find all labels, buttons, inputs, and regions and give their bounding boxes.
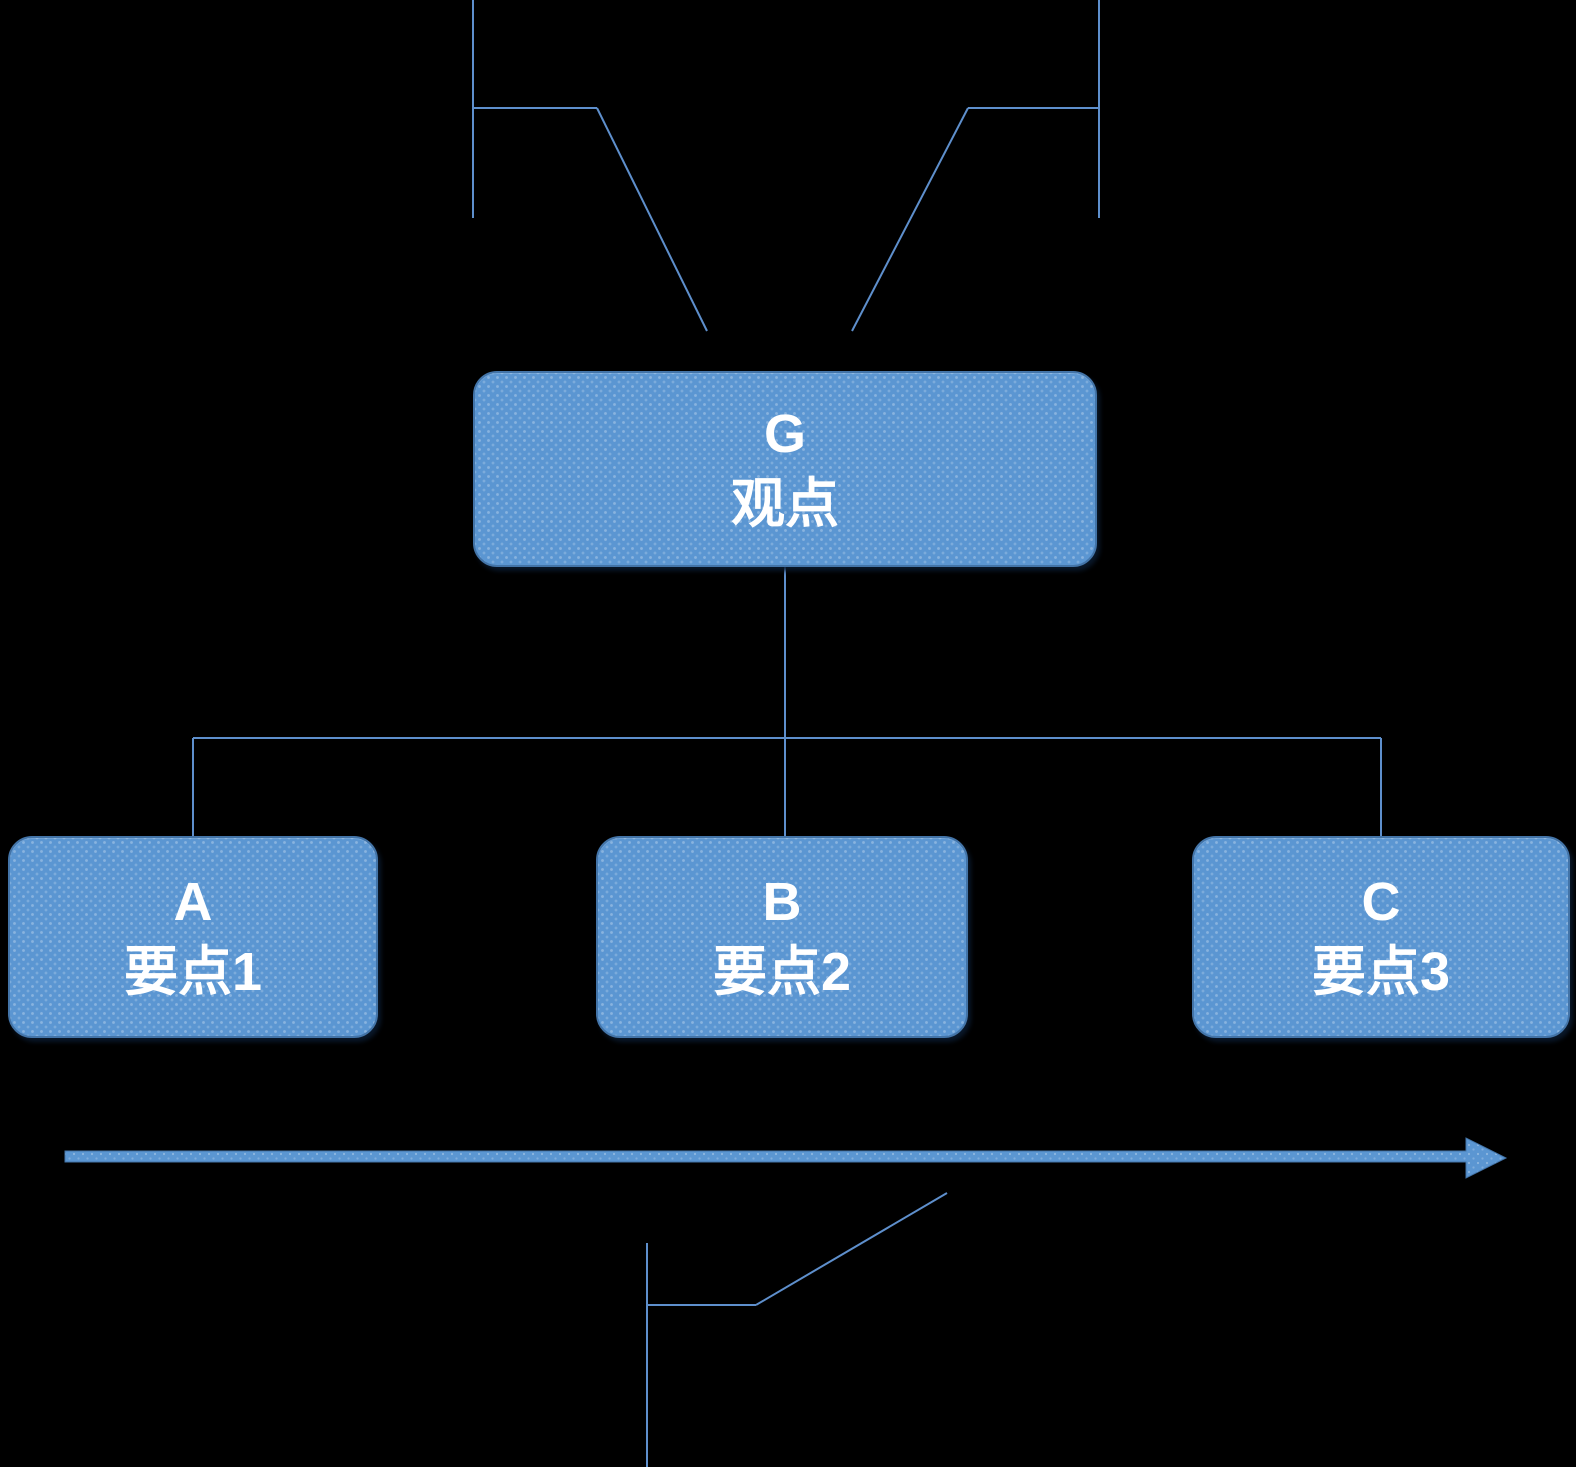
- node-a-letter: A: [173, 871, 213, 932]
- node-g-viewpoint: G 观点: [473, 371, 1097, 567]
- node-a-point1: A 要点1: [8, 836, 378, 1038]
- node-c-point3: C 要点3: [1192, 836, 1570, 1038]
- node-c-label: 要点3: [1311, 942, 1451, 1002]
- tree-connector-lines: [192, 567, 1382, 836]
- top-funnel-lines: [472, 0, 1100, 332]
- bottom-callout-lines: [646, 1192, 948, 1467]
- node-b-point2: B 要点2: [596, 836, 968, 1038]
- node-a-label: 要点1: [123, 942, 263, 1002]
- funnel-right-diagonal-line: [851, 107, 969, 332]
- node-b-letter: B: [762, 871, 802, 932]
- callout-diagonal-line: [755, 1192, 948, 1306]
- node-g-label: 观点: [731, 474, 839, 534]
- flow-right-arrow-icon: [64, 1137, 1508, 1179]
- node-b-label: 要点2: [712, 942, 852, 1002]
- node-g-letter: G: [763, 403, 806, 464]
- funnel-left-diagonal-line: [596, 107, 708, 332]
- node-c-letter: C: [1361, 871, 1401, 932]
